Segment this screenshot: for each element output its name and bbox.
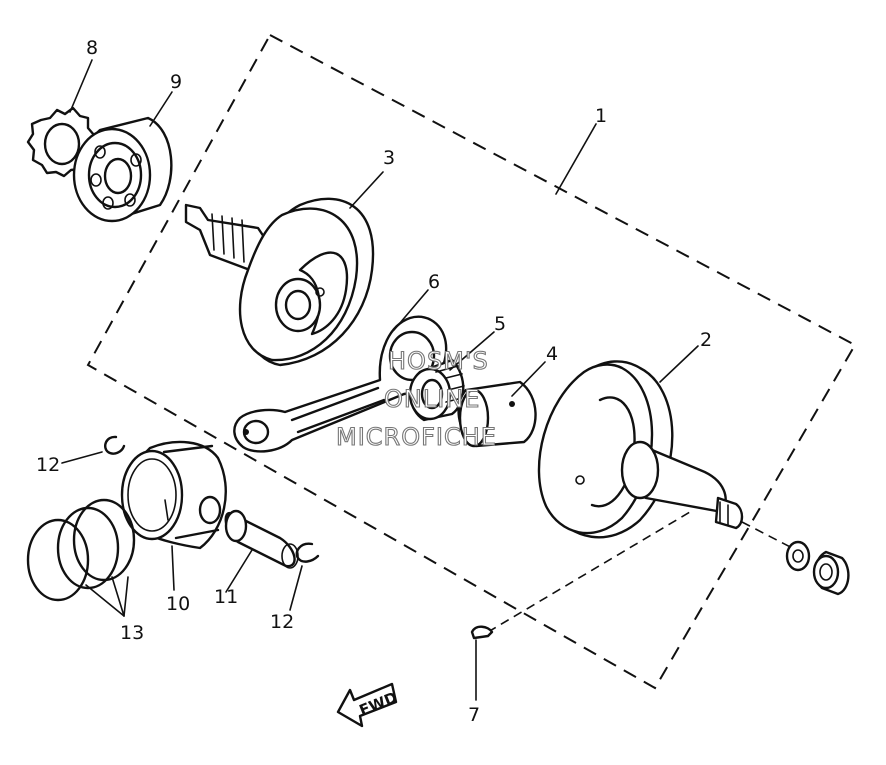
nut[interactable] [812,550,850,596]
callout-1: 1 [595,105,607,127]
fwd-arrow: FWD [336,682,400,728]
leader-nut-dashed [741,521,801,553]
part-3-crank-left[interactable] [184,197,375,367]
callout-9: 9 [170,71,182,93]
callout-12a: 12 [36,454,60,476]
watermark-line-2: ONLINE [384,385,480,413]
leader-lines [61,59,699,701]
part-7-woodruff-key[interactable] [470,625,494,640]
callout-2: 2 [700,329,712,351]
callout-4: 4 [546,343,558,365]
part-4-crank-pin[interactable] [457,380,537,448]
callout-12b: 12 [270,611,294,633]
callout-3: 3 [383,147,395,169]
part-9-bearing[interactable] [72,116,173,223]
part-2-crank-right[interactable] [537,360,744,539]
part-11-piston-pin[interactable] [224,509,299,569]
part-12-circlip-b[interactable] [295,542,320,563]
assembly-boundary [86,33,857,690]
callout-6: 6 [428,271,440,293]
callout-7: 7 [468,704,480,726]
callout-11: 11 [214,586,238,608]
callout-5: 5 [494,313,506,335]
callout-10: 10 [166,593,190,615]
leader-7-dashed [487,511,691,633]
part-10-piston[interactable] [120,440,227,550]
part-8-gear[interactable] [26,106,96,178]
washer[interactable] [785,540,811,572]
callout-13: 13 [120,622,144,644]
part-13-piston-rings[interactable] [26,498,136,602]
part-5-needle-bearing[interactable] [408,358,465,422]
watermark-line-3: MICROFICHE [336,423,497,451]
callout-8: 8 [86,37,98,59]
part-12-circlip-a[interactable] [104,435,126,455]
part-6-connecting-rod[interactable] [233,315,448,453]
watermark: HOSM'S ONLINE MICROFICHE [335,346,497,451]
watermark-line-1: HOSM'S [388,347,489,375]
